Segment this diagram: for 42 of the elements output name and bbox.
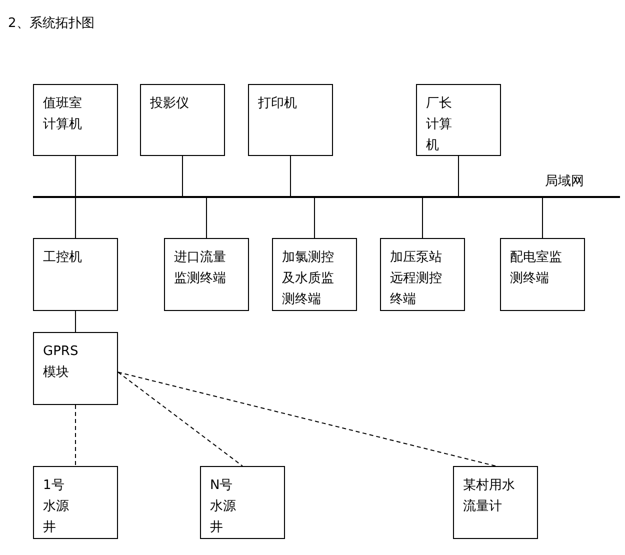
link-line: [422, 196, 423, 238]
device-label: GPRS 模块: [43, 343, 80, 382]
device-label: 打印机: [258, 95, 298, 113]
device-label: 加氯测控及水质监测终端: [282, 249, 335, 309]
dashed-link-line: [118, 372, 243, 466]
device-box: [453, 466, 538, 539]
bus-line: [33, 196, 620, 198]
link-line: [290, 156, 291, 198]
device-box: [164, 238, 249, 311]
device-box: [33, 238, 118, 311]
device-label: 投影仪: [150, 95, 190, 113]
link-line: [314, 196, 315, 238]
device-label: 1号水源井: [43, 477, 70, 537]
device-box: [200, 466, 285, 539]
link-line: [206, 196, 207, 238]
device-label: 加压泵站远程测控终端: [390, 249, 443, 309]
dashed-link-line: [118, 372, 496, 466]
device-box: [33, 332, 118, 405]
device-label: 某村用水流量计: [463, 477, 516, 516]
link-line: [75, 156, 76, 198]
device-label: 值班室计算机: [43, 95, 83, 134]
link-line: [182, 156, 183, 198]
device-label: 配电室监测终端: [510, 249, 563, 288]
network-label: 局域网: [545, 174, 584, 190]
device-box: [272, 238, 357, 311]
link-line: [458, 156, 459, 198]
link-line: [75, 196, 76, 238]
link-line: [542, 196, 543, 238]
title: 2、系统拓扑图: [8, 15, 94, 33]
device-box: [33, 466, 118, 539]
device-box: [248, 84, 333, 156]
device-box: [500, 238, 585, 311]
device-label: 厂长计算机: [426, 95, 453, 155]
device-label: 工控机: [43, 249, 83, 267]
device-box: [380, 238, 465, 311]
device-box: [140, 84, 225, 156]
dashed-link-line: [75, 404, 76, 466]
device-box: [416, 84, 501, 156]
device-label: N号水源井: [210, 477, 237, 537]
device-box: [33, 84, 118, 156]
link-line: [75, 310, 76, 332]
device-label: 进口流量监测终端: [174, 249, 227, 288]
